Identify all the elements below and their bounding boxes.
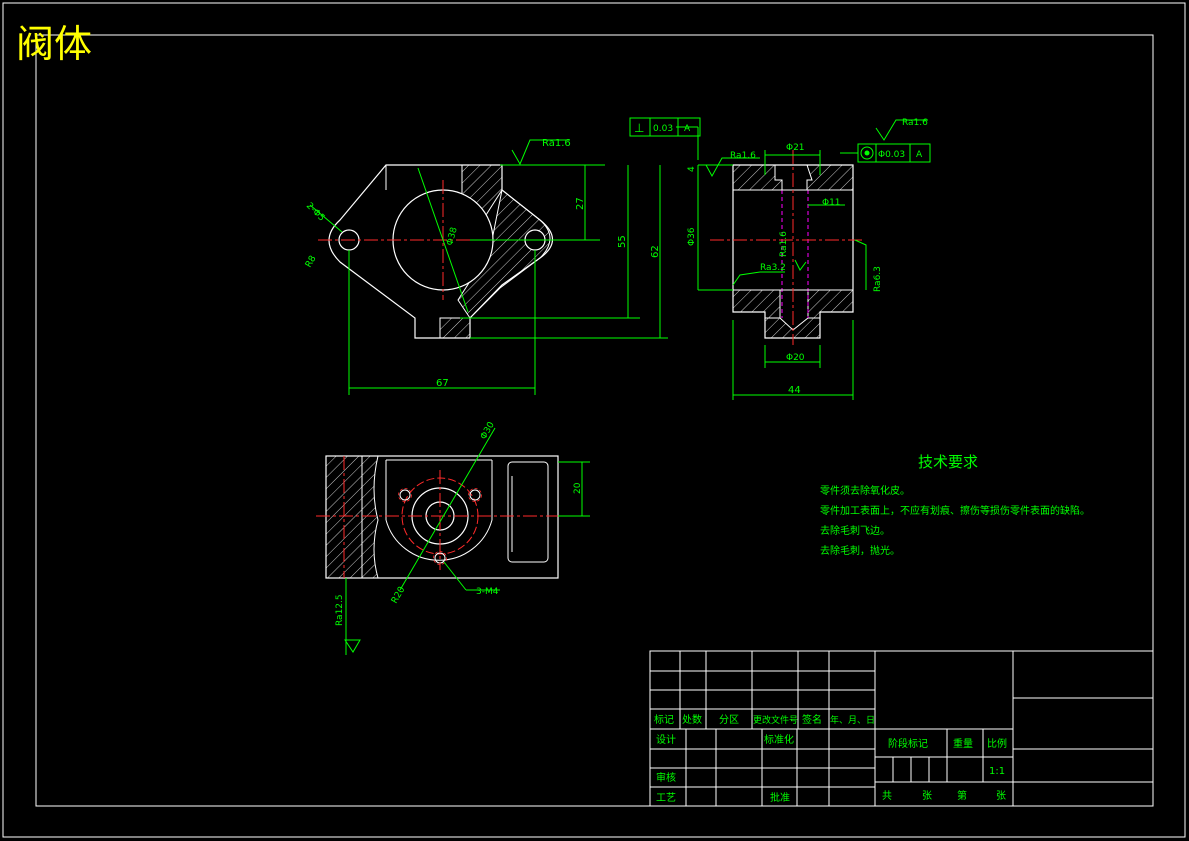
inner-frame <box>35 34 1154 807</box>
dim-44: 44 <box>788 385 801 396</box>
perp-datum: A <box>684 124 691 134</box>
perp-symbol-icon: ⊥ <box>634 121 644 135</box>
tb-review: 审核 <box>656 771 676 784</box>
dim-67: 67 <box>436 378 449 389</box>
dim-55: 55 <box>617 235 628 248</box>
dim-d30: Φ30 <box>479 420 497 441</box>
title-block: 标记 处数 分区 更改文件号 签名 年、月、日 设计 标准化 阶段标记 重量 比… <box>649 650 1154 807</box>
tech-req-line-3: 去除毛刺飞边。 <box>820 524 890 537</box>
technical-requirements: 技术要求 零件须去除氧化皮。 零件加工表面上，不应有划痕、擦伤等损伤零件表面的缺… <box>820 453 1090 557</box>
tb-mark: 标记 <box>654 714 674 726</box>
dim-20-bottom: 20 <box>573 482 583 494</box>
dim-d36: Φ36 <box>687 227 697 246</box>
ra-top-view: Ra1.6 <box>542 138 571 149</box>
tb-total: 共 <box>882 790 892 802</box>
tb-standardize: 标准化 <box>764 733 794 746</box>
roughness-symbol-icon <box>511 139 570 166</box>
dim-d11: Φ11 <box>822 198 841 208</box>
ra-side-left: Ra3.2 <box>760 263 786 273</box>
dim-r8: R8 <box>304 254 319 270</box>
top-view: Ra1.6 27 55 62 67 Φ38 2-Φ5 R8 <box>304 138 668 395</box>
ra-bore: Ra1.6 <box>779 231 789 257</box>
perp-tol: 0.03 <box>653 124 673 134</box>
tech-req-line-2: 零件加工表面上，不应有划痕、擦伤等损伤零件表面的缺陷。 <box>820 504 1090 517</box>
dim-r20: R20 <box>390 585 408 606</box>
tb-change-doc: 更改文件号 <box>753 714 798 726</box>
tb-count: 处数 <box>682 713 702 726</box>
tb-stage-mark: 阶段标记 <box>888 737 928 750</box>
dim-27: 27 <box>575 197 586 210</box>
tb-sign: 签名 <box>802 713 822 726</box>
pos-datum: A <box>916 150 923 160</box>
dim-d21: Φ21 <box>786 143 805 153</box>
tech-req-line-4: 去除毛刺，抛光。 <box>820 544 900 557</box>
ra-side-top-left: Ra1.6 <box>730 151 756 161</box>
tb-zone: 分区 <box>719 714 739 726</box>
ra-side-right: Ra6.3 <box>873 266 883 292</box>
tb-sheets: 张 <box>922 790 932 802</box>
tb-weight: 重量 <box>953 737 973 750</box>
ra-bottom: Ra12.5 <box>335 594 345 626</box>
dim-d20-side: Φ20 <box>786 353 805 363</box>
tech-req-heading: 技术要求 <box>918 453 978 471</box>
tb-process: 工艺 <box>656 792 676 804</box>
dim-bore: Φ38 <box>445 226 460 247</box>
concentricity-icon <box>860 146 874 160</box>
tb-scale: 比例 <box>987 737 1007 750</box>
dim-3-m4: 3-M4 <box>476 587 499 597</box>
dim-2-holes: 2-Φ5 <box>304 201 326 223</box>
dim-62: 62 <box>650 245 661 258</box>
tb-scale-value: 1:1 <box>989 766 1005 777</box>
tech-req-line-1: 零件须去除氧化皮。 <box>820 484 910 497</box>
bottom-view: Φ30 20 R20 3-M4 Ra12.5 <box>316 420 590 655</box>
ra-side-top-right: Ra1.6 <box>902 118 928 128</box>
tb-design: 设计 <box>656 733 676 746</box>
tb-date: 年、月、日 <box>830 714 875 726</box>
pos-tol: Φ0.03 <box>878 150 905 160</box>
drawing-title: 阀体 <box>16 22 92 66</box>
tb-page-no: 第 <box>957 789 967 802</box>
tb-sheet-suffix: 张 <box>996 790 1006 802</box>
side-view: ⊥ 0.03 A Φ0.03 A Ra1.6 Ra1.6 Ra1.6 Ra3.2… <box>629 117 931 400</box>
dim-d4: 4 <box>687 166 697 172</box>
tb-approve: 批准 <box>770 791 790 804</box>
